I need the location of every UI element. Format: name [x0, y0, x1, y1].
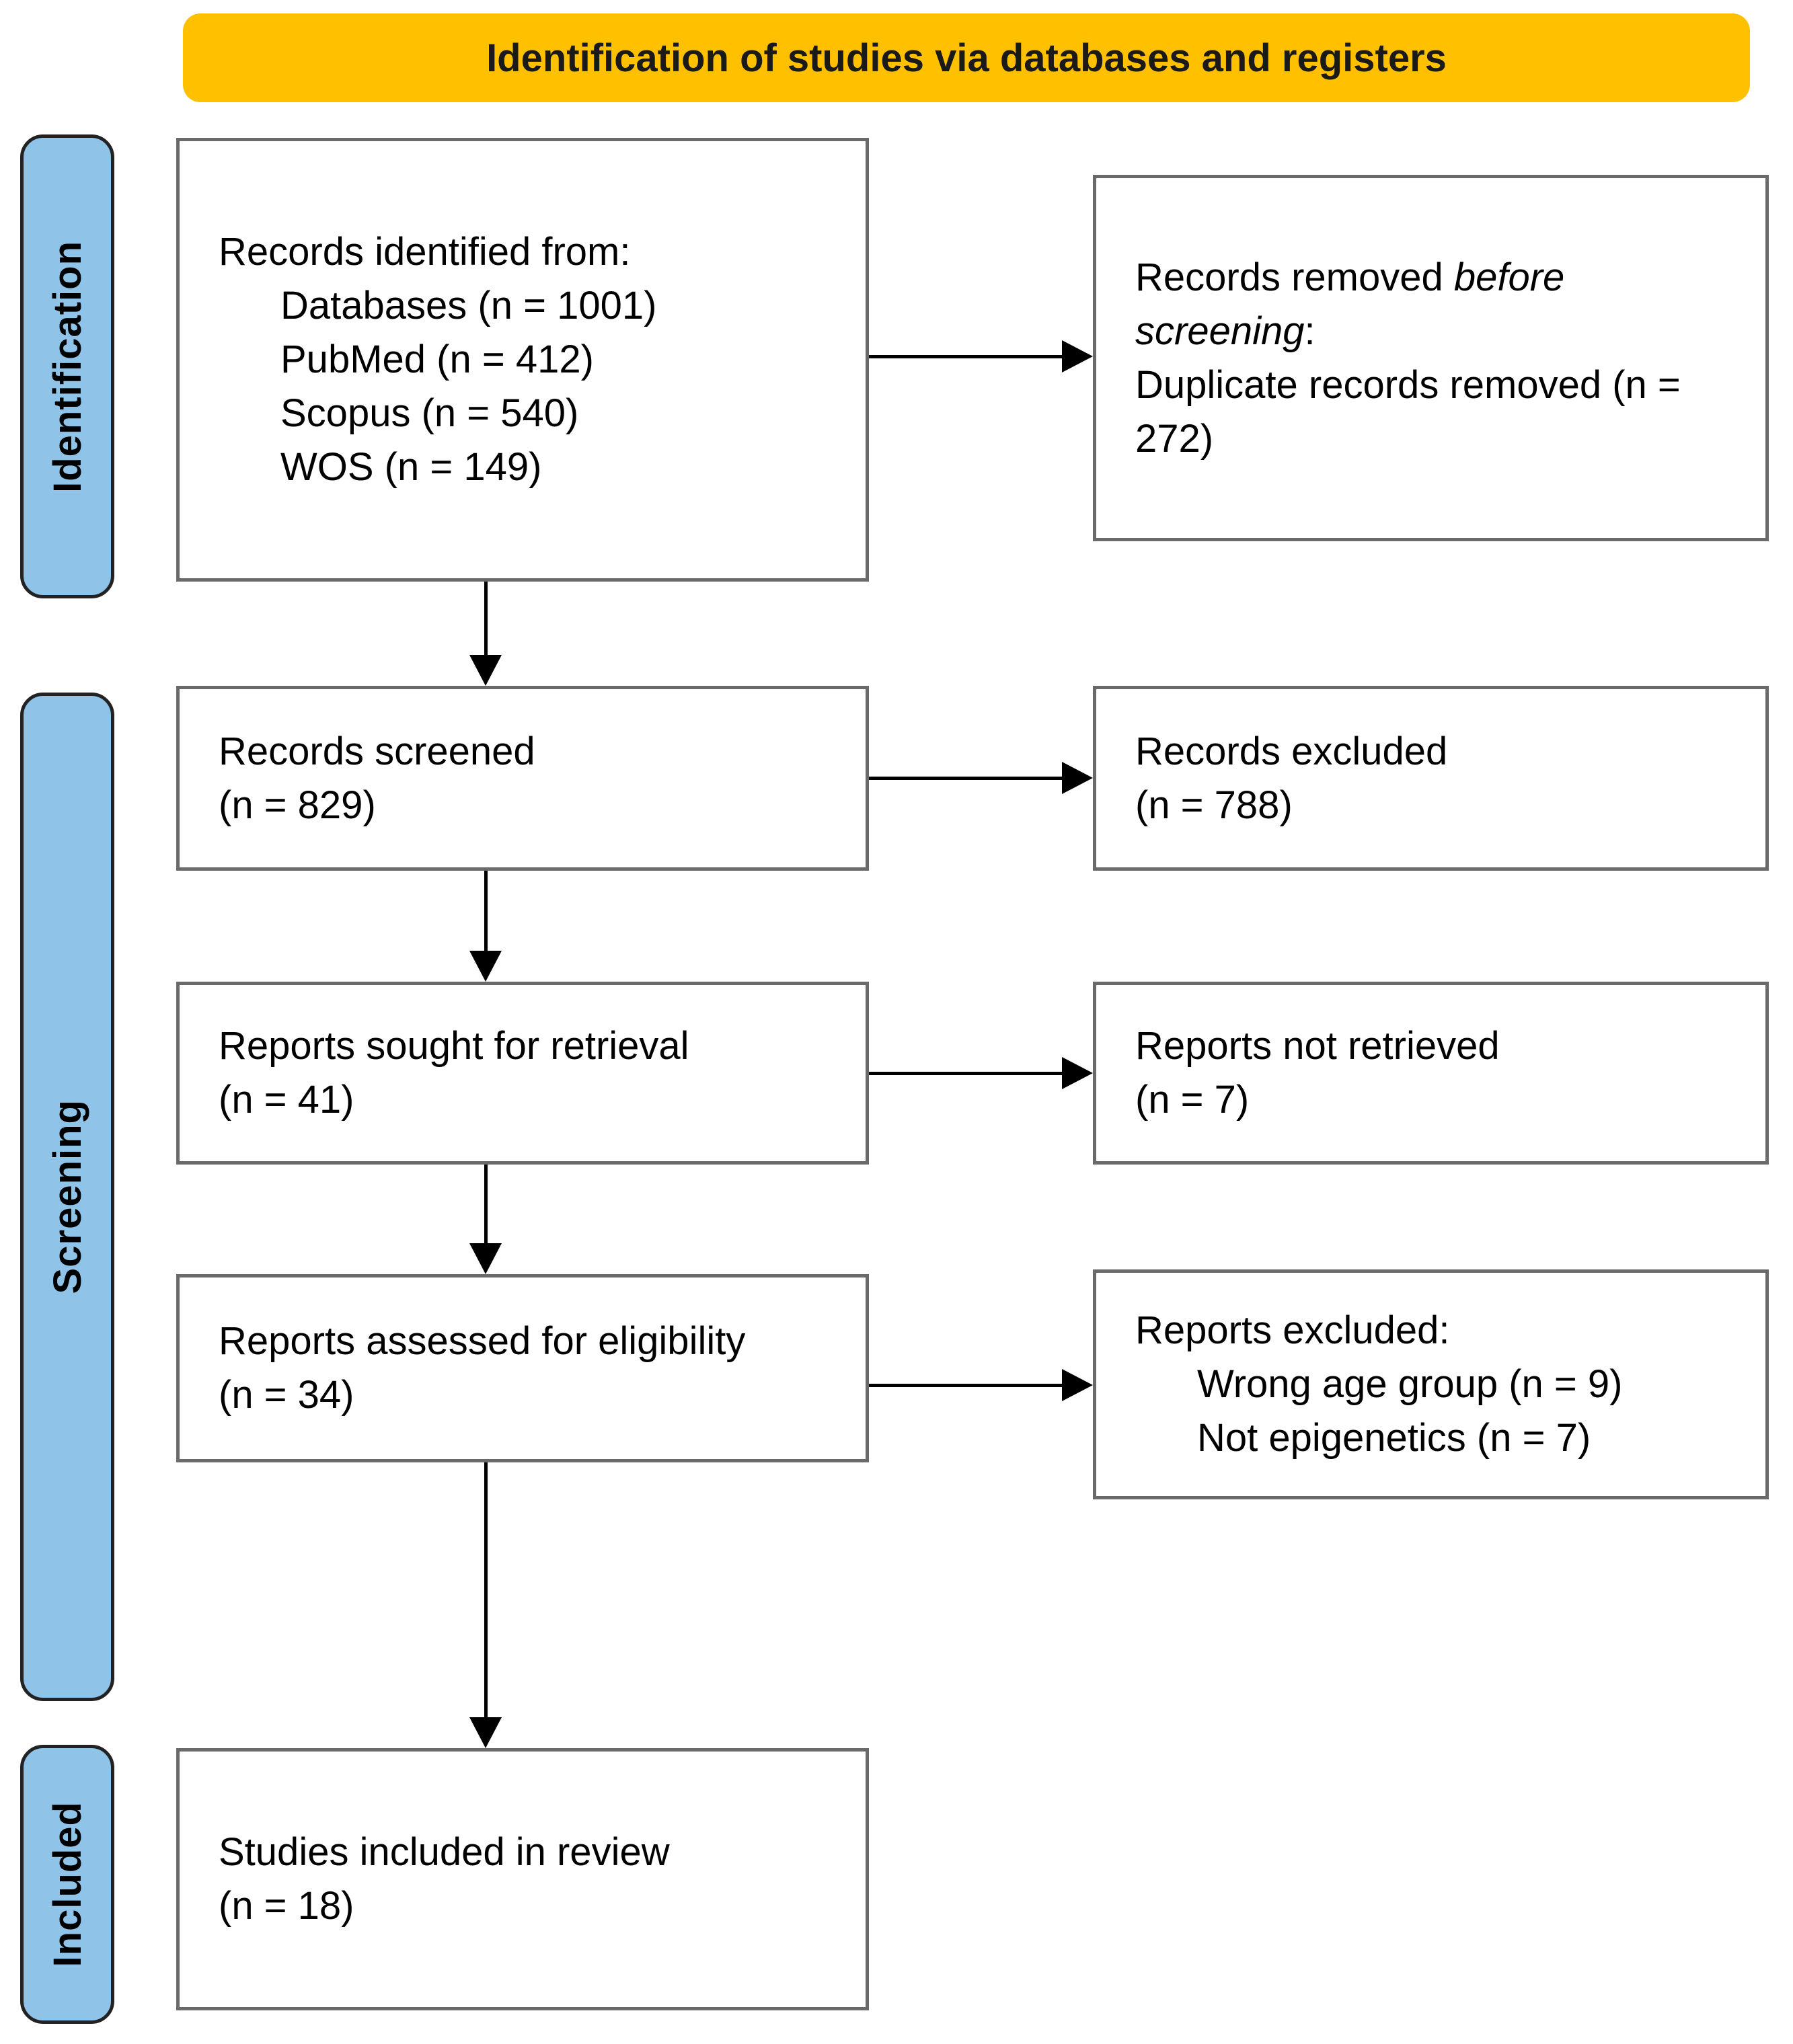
- records-excluded-label: Records excluded: [1135, 729, 1448, 773]
- arrow-identified-to-removed: [869, 340, 1093, 372]
- arrow-assessed-to-included: [469, 1462, 502, 1748]
- reports-sought-box: Reports sought for retrieval (n = 41): [176, 982, 869, 1165]
- stage-label-included-text: Included: [45, 1801, 89, 1967]
- reports-excluded-item-epigenetics: Not epigenetics (n = 7): [1197, 1416, 1591, 1460]
- arrow-down-head: [469, 655, 502, 686]
- arrow-right-head: [1062, 1369, 1093, 1401]
- arrow-screened-to-excluded: [869, 762, 1093, 794]
- arrow-assessed-to-excluded: [869, 1369, 1093, 1401]
- arrow-down-head: [469, 1243, 502, 1274]
- arrow-shaft: [484, 1462, 488, 1717]
- stage-label-identification: Identification: [20, 134, 114, 598]
- arrow-right-head: [1062, 762, 1093, 794]
- arrow-sought-to-assessed: [469, 1165, 502, 1274]
- records-excluded-box: Records excluded (n = 788): [1093, 686, 1769, 871]
- reports-not-retrieved-label: Reports not retrieved: [1135, 1024, 1500, 1068]
- stage-label-screening: Screening: [20, 693, 114, 1701]
- records-screened-count: (n = 829): [219, 783, 376, 827]
- records-removed-prefix: Records removed: [1135, 255, 1454, 299]
- records-identified-item-scopus: Scopus (n = 540): [280, 391, 579, 435]
- arrow-shaft: [484, 582, 488, 655]
- arrow-shaft: [869, 354, 1062, 358]
- records-identified-title: Records identified from:: [219, 230, 631, 274]
- arrow-shaft: [484, 871, 488, 951]
- records-screened-box: Records screened (n = 829): [176, 686, 869, 871]
- reports-excluded-box: Reports excluded: Wrong age group (n = 9…: [1093, 1269, 1769, 1499]
- records-removed-title: Records removed before screening:: [1096, 251, 1765, 358]
- banner: Identification of studies via databases …: [183, 13, 1750, 102]
- arrow-shaft: [869, 776, 1062, 780]
- arrow-screened-to-sought: [469, 871, 502, 982]
- reports-sought-count: (n = 41): [219, 1078, 354, 1122]
- studies-included-label: Studies included in review: [219, 1830, 670, 1874]
- records-removed-suffix: :: [1304, 309, 1315, 353]
- arrow-identified-to-screened: [469, 582, 502, 686]
- arrow-shaft: [484, 1165, 488, 1243]
- reports-excluded-item-age: Wrong age group (n = 9): [1197, 1362, 1623, 1406]
- records-excluded-count: (n = 788): [1135, 783, 1293, 827]
- studies-included-count: (n = 18): [219, 1884, 354, 1928]
- records-identified-item-databases: Databases (n = 1001): [280, 284, 657, 327]
- arrow-down-head: [469, 1717, 502, 1748]
- arrow-right-head: [1062, 340, 1093, 372]
- records-identified-box: Records identified from: Databases (n = …: [176, 138, 869, 582]
- reports-assessed-count: (n = 34): [219, 1373, 354, 1417]
- reports-assessed-box: Reports assessed for eligibility (n = 34…: [176, 1274, 869, 1462]
- records-removed-duplicates: Duplicate records removed (n = 272): [1135, 362, 1681, 461]
- records-removed-box: Records removed before screening: Duplic…: [1093, 175, 1769, 541]
- arrow-right-head: [1062, 1057, 1093, 1089]
- banner-title: Identification of studies via databases …: [486, 36, 1447, 80]
- arrow-down-head: [469, 951, 502, 982]
- stage-label-included: Included: [20, 1745, 114, 2024]
- reports-sought-label: Reports sought for retrieval: [219, 1024, 689, 1068]
- reports-excluded-title: Reports excluded:: [1135, 1308, 1450, 1352]
- records-screened-label: Records screened: [219, 729, 535, 773]
- reports-not-retrieved-box: Reports not retrieved (n = 7): [1093, 982, 1769, 1165]
- records-identified-item-wos: WOS (n = 149): [280, 445, 542, 489]
- stage-label-identification-text: Identification: [45, 240, 89, 493]
- arrow-sought-to-not-retrieved: [869, 1057, 1093, 1089]
- records-removed-italic: before screening: [1135, 255, 1565, 353]
- records-identified-item-pubmed: PubMed (n = 412): [280, 338, 594, 381]
- studies-included-box: Studies included in review (n = 18): [176, 1748, 869, 2010]
- reports-assessed-label: Reports assessed for eligibility: [219, 1319, 746, 1363]
- arrow-shaft: [869, 1071, 1062, 1075]
- stage-label-screening-text: Screening: [45, 1099, 89, 1294]
- arrow-shaft: [869, 1383, 1062, 1387]
- reports-not-retrieved-count: (n = 7): [1135, 1078, 1250, 1122]
